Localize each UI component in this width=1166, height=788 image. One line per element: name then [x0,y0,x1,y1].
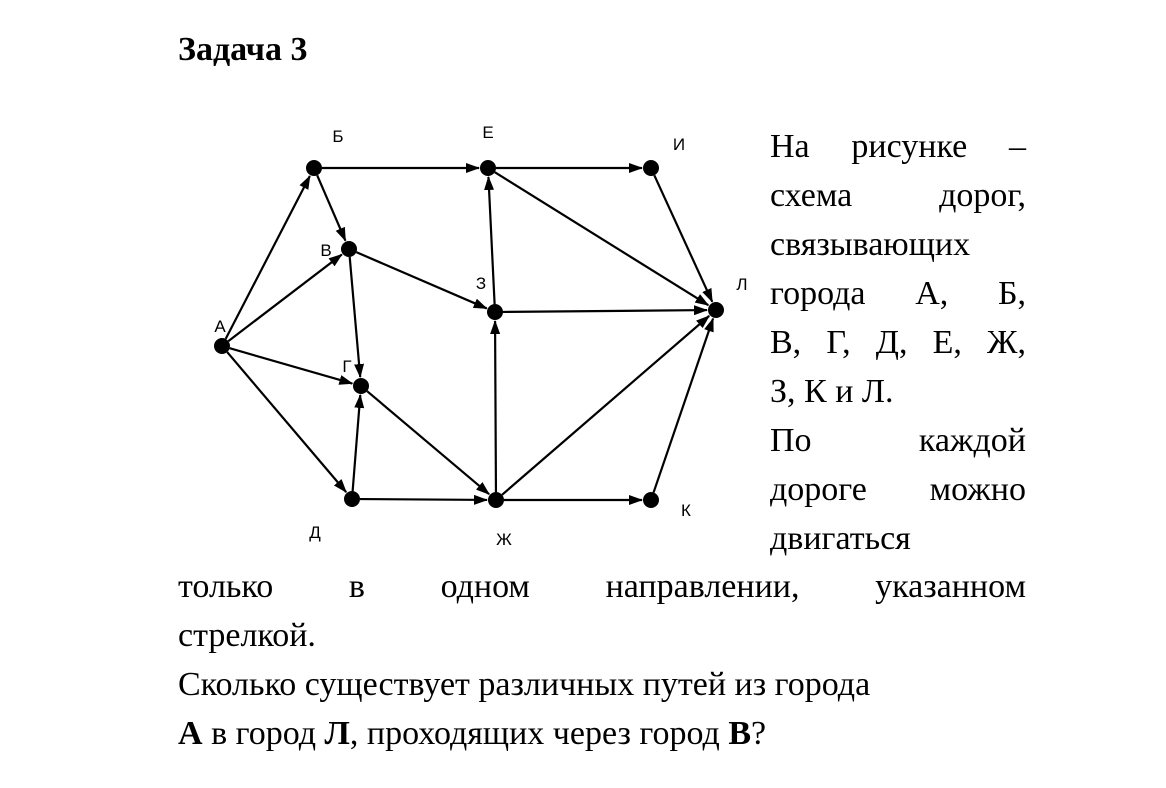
task-title: Задача 3 [178,31,308,68]
road-arrow-I-L [653,174,714,303]
body-line: только в одном направлении, указанном [178,568,1026,605]
city-label-Z: З [476,274,486,293]
problem-bottom-text: только в одном направлении, указанном ст… [178,562,1026,758]
road-arrow-Zh-Z [490,319,501,493]
body-line: стрелкой. [178,617,316,654]
city-label-B: Б [332,127,343,146]
road-arrow-K-L [652,317,715,493]
question-line-2: А в город Л, проходящих через город В? [178,709,1026,758]
side-line: города А, Б, [770,275,1026,312]
city-node-K [643,492,659,508]
question-text: , проходящих через город [349,715,729,752]
city-label-E: Е [482,123,493,142]
side-line: На рисунке – [770,128,1026,165]
city-label-I: И [673,135,685,154]
road-graph: А Б В Г Д Е З И Ж К Л [214,123,748,549]
side-line: В, Г, Д, Е, Ж, [770,324,1026,361]
city-node-L [708,302,724,318]
side-line: связывающих [770,226,971,263]
side-line: дороге можно [770,471,1026,508]
city-label-V: В [320,241,331,260]
city-node-G [353,378,369,394]
road-arrow-D-Zh [359,494,489,505]
road-arrow-Zh-L [501,315,710,496]
city-v-bold: В [728,715,752,752]
city-l-bold: Л [324,715,350,752]
side-line: По каждой [770,422,1026,459]
road-arrow-A-B [224,175,311,340]
city-label-A: А [214,317,226,336]
city-node-A [214,338,230,354]
road-arrow-A-D [226,351,348,493]
city-node-D [344,491,360,507]
city-label-Zh: Ж [496,530,512,549]
road-arrow-D-G [351,393,365,492]
city-label-D: Д [309,523,321,542]
city-a-bold: А [178,715,203,752]
side-line: схема дорог, [770,177,1026,214]
road-arrow-Z-L [502,305,709,316]
side-line: двигаться [770,520,911,557]
road-arrow-B-V [316,174,347,242]
road-arrow-E-L [494,171,710,307]
road-arrow-A-V [227,253,343,343]
road-arrow-A-G [229,347,354,385]
side-line: З, К и Л. [770,373,894,410]
road-arrow-G-Zh [366,390,490,496]
city-node-Z [487,304,503,320]
problem-side-text: На рисунке – схема дорог, связывающих го… [770,122,1026,563]
city-node-E [480,160,496,176]
city-label-G: Г [342,357,351,376]
city-node-B [306,160,322,176]
city-label-L: Л [736,275,747,294]
road-arrow-Z-E [484,175,496,305]
city-label-K: К [681,501,691,520]
road-arrow-V-G [348,256,365,379]
road-arrow-V-Z [355,251,488,310]
city-node-Zh [488,492,504,508]
question-text: в город [202,715,325,752]
question-mark: ? [751,715,767,752]
question-line: Сколько существует различных путей из го… [178,666,871,703]
city-node-I [643,160,659,176]
city-node-V [341,241,357,257]
